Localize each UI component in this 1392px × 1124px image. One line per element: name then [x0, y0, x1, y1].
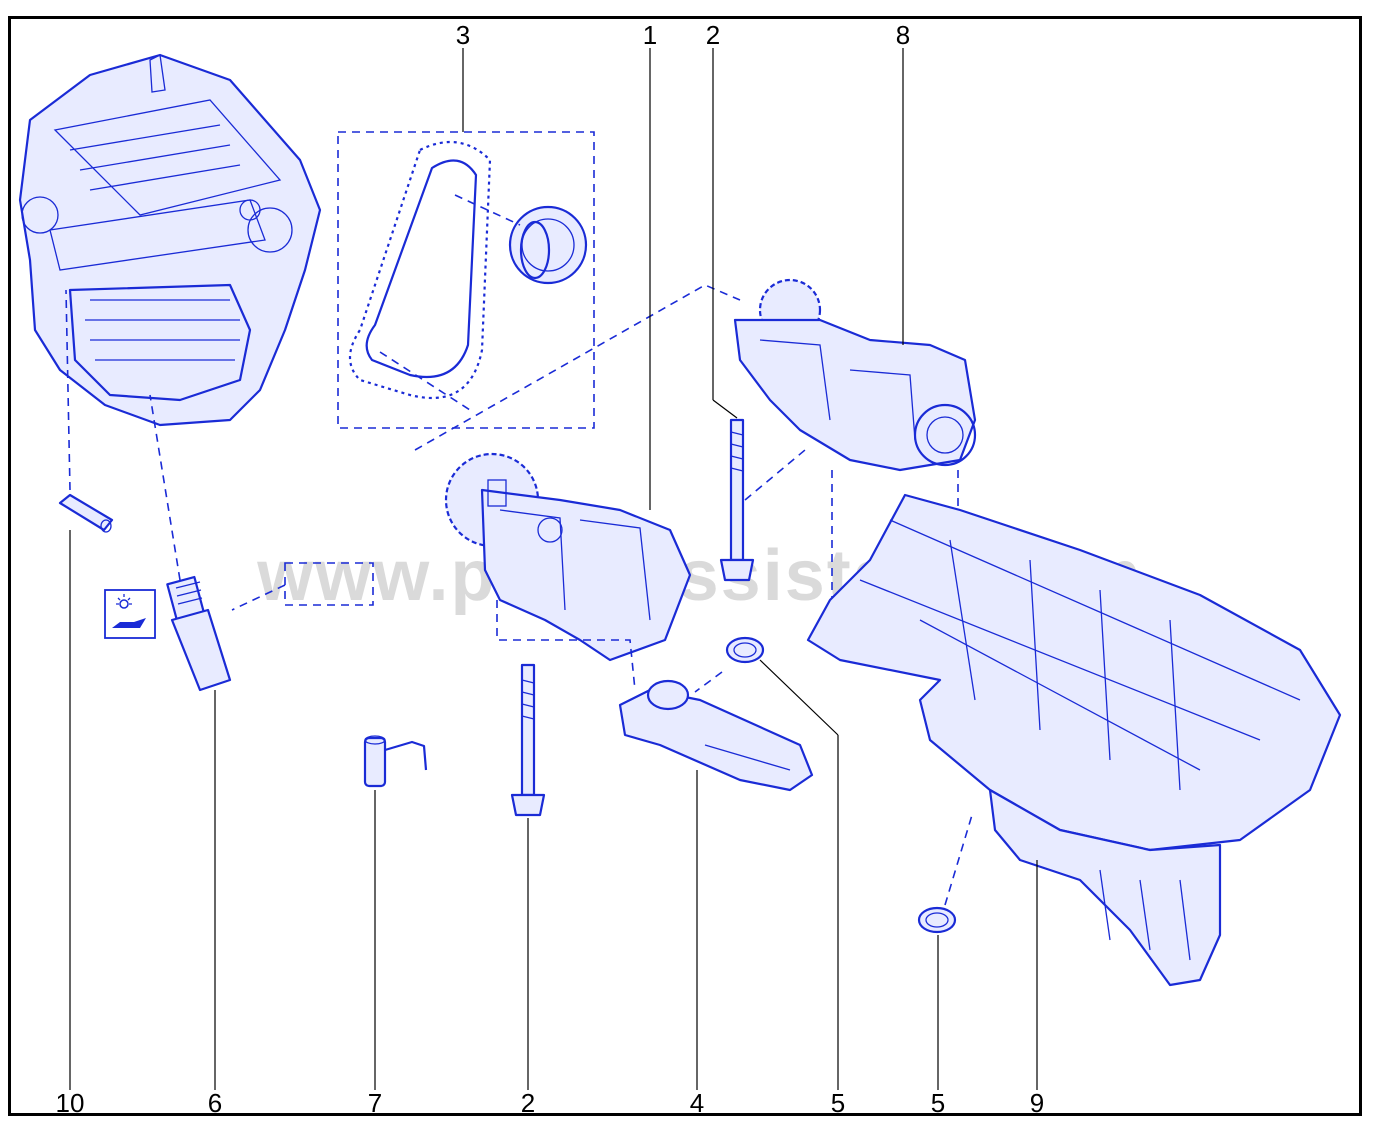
callout-9: 9: [1030, 1088, 1044, 1118]
callout-2-bottom: 2: [521, 1088, 535, 1118]
oil-strainer: [618, 671, 814, 792]
piston-oil-jet: [363, 735, 428, 788]
callout-labels: 3 1 2 8 10 6 7 2 4 5 5 9: [56, 20, 1045, 1118]
callout-3: 3: [456, 20, 470, 50]
oil-pump: [444, 452, 692, 691]
dowel-pin: [58, 289, 114, 533]
callout-5-left: 5: [831, 1088, 845, 1118]
o-ring-upper: [725, 636, 765, 664]
callout-1: 1: [643, 20, 657, 50]
pump-bolt-upper: [719, 418, 755, 582]
leader-lines: [69, 48, 1038, 1090]
callout-4: 4: [690, 1088, 704, 1118]
timing-chain-kit: [337, 131, 595, 429]
callout-8: 8: [896, 20, 910, 50]
callout-6: 6: [208, 1088, 222, 1118]
callout-5-right: 5: [931, 1088, 945, 1118]
oil-pressure-switch: [149, 394, 374, 692]
o-ring-lower: [917, 814, 973, 934]
callout-2-top: 2: [706, 20, 720, 50]
callout-10: 10: [56, 1088, 85, 1118]
callout-7: 7: [368, 1088, 382, 1118]
oil-pan: [806, 493, 1342, 987]
balancer-pump: [414, 278, 977, 700]
engine-assembly: [18, 53, 322, 427]
pump-bolt-lower: [510, 663, 546, 817]
oil-pressure-warning-icon: [104, 589, 156, 639]
diagram-frame: [8, 16, 1362, 1116]
